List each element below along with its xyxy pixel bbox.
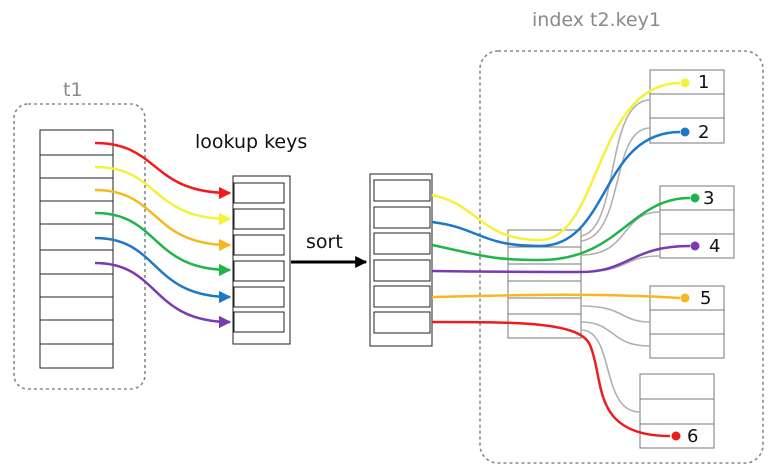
index-entry-2: 2 (698, 122, 709, 143)
t1-group-border (13, 103, 146, 390)
t1-label: t1 (63, 79, 83, 101)
index-entry-1: 1 (698, 72, 709, 93)
lookup-keys-buffer (232, 175, 291, 345)
entry-dot (690, 193, 700, 203)
index-group-border (479, 50, 764, 464)
index-entry-4: 4 (709, 236, 720, 257)
entry-dot (680, 78, 690, 88)
sorted-keys-buffer (369, 173, 433, 347)
index-internal-pointers (580, 99, 661, 413)
sorted-to-index-flows (431, 81, 691, 438)
index-entry-5: 5 (700, 288, 711, 309)
entry-dot (690, 241, 700, 251)
entry-dot (680, 293, 690, 303)
index-label: index t2.key1 (532, 9, 661, 31)
t1-to-lookup-flows (94, 141, 232, 329)
entry-dot (671, 431, 681, 441)
t1-table (39, 129, 114, 369)
lookup-keys-label: lookup keys (195, 131, 307, 153)
sort-label: sort (306, 231, 343, 253)
index-entry-3: 3 (703, 188, 714, 209)
entry-dot (680, 127, 690, 137)
index-entry-dots (671, 78, 700, 441)
index-entry-6: 6 (687, 426, 698, 447)
